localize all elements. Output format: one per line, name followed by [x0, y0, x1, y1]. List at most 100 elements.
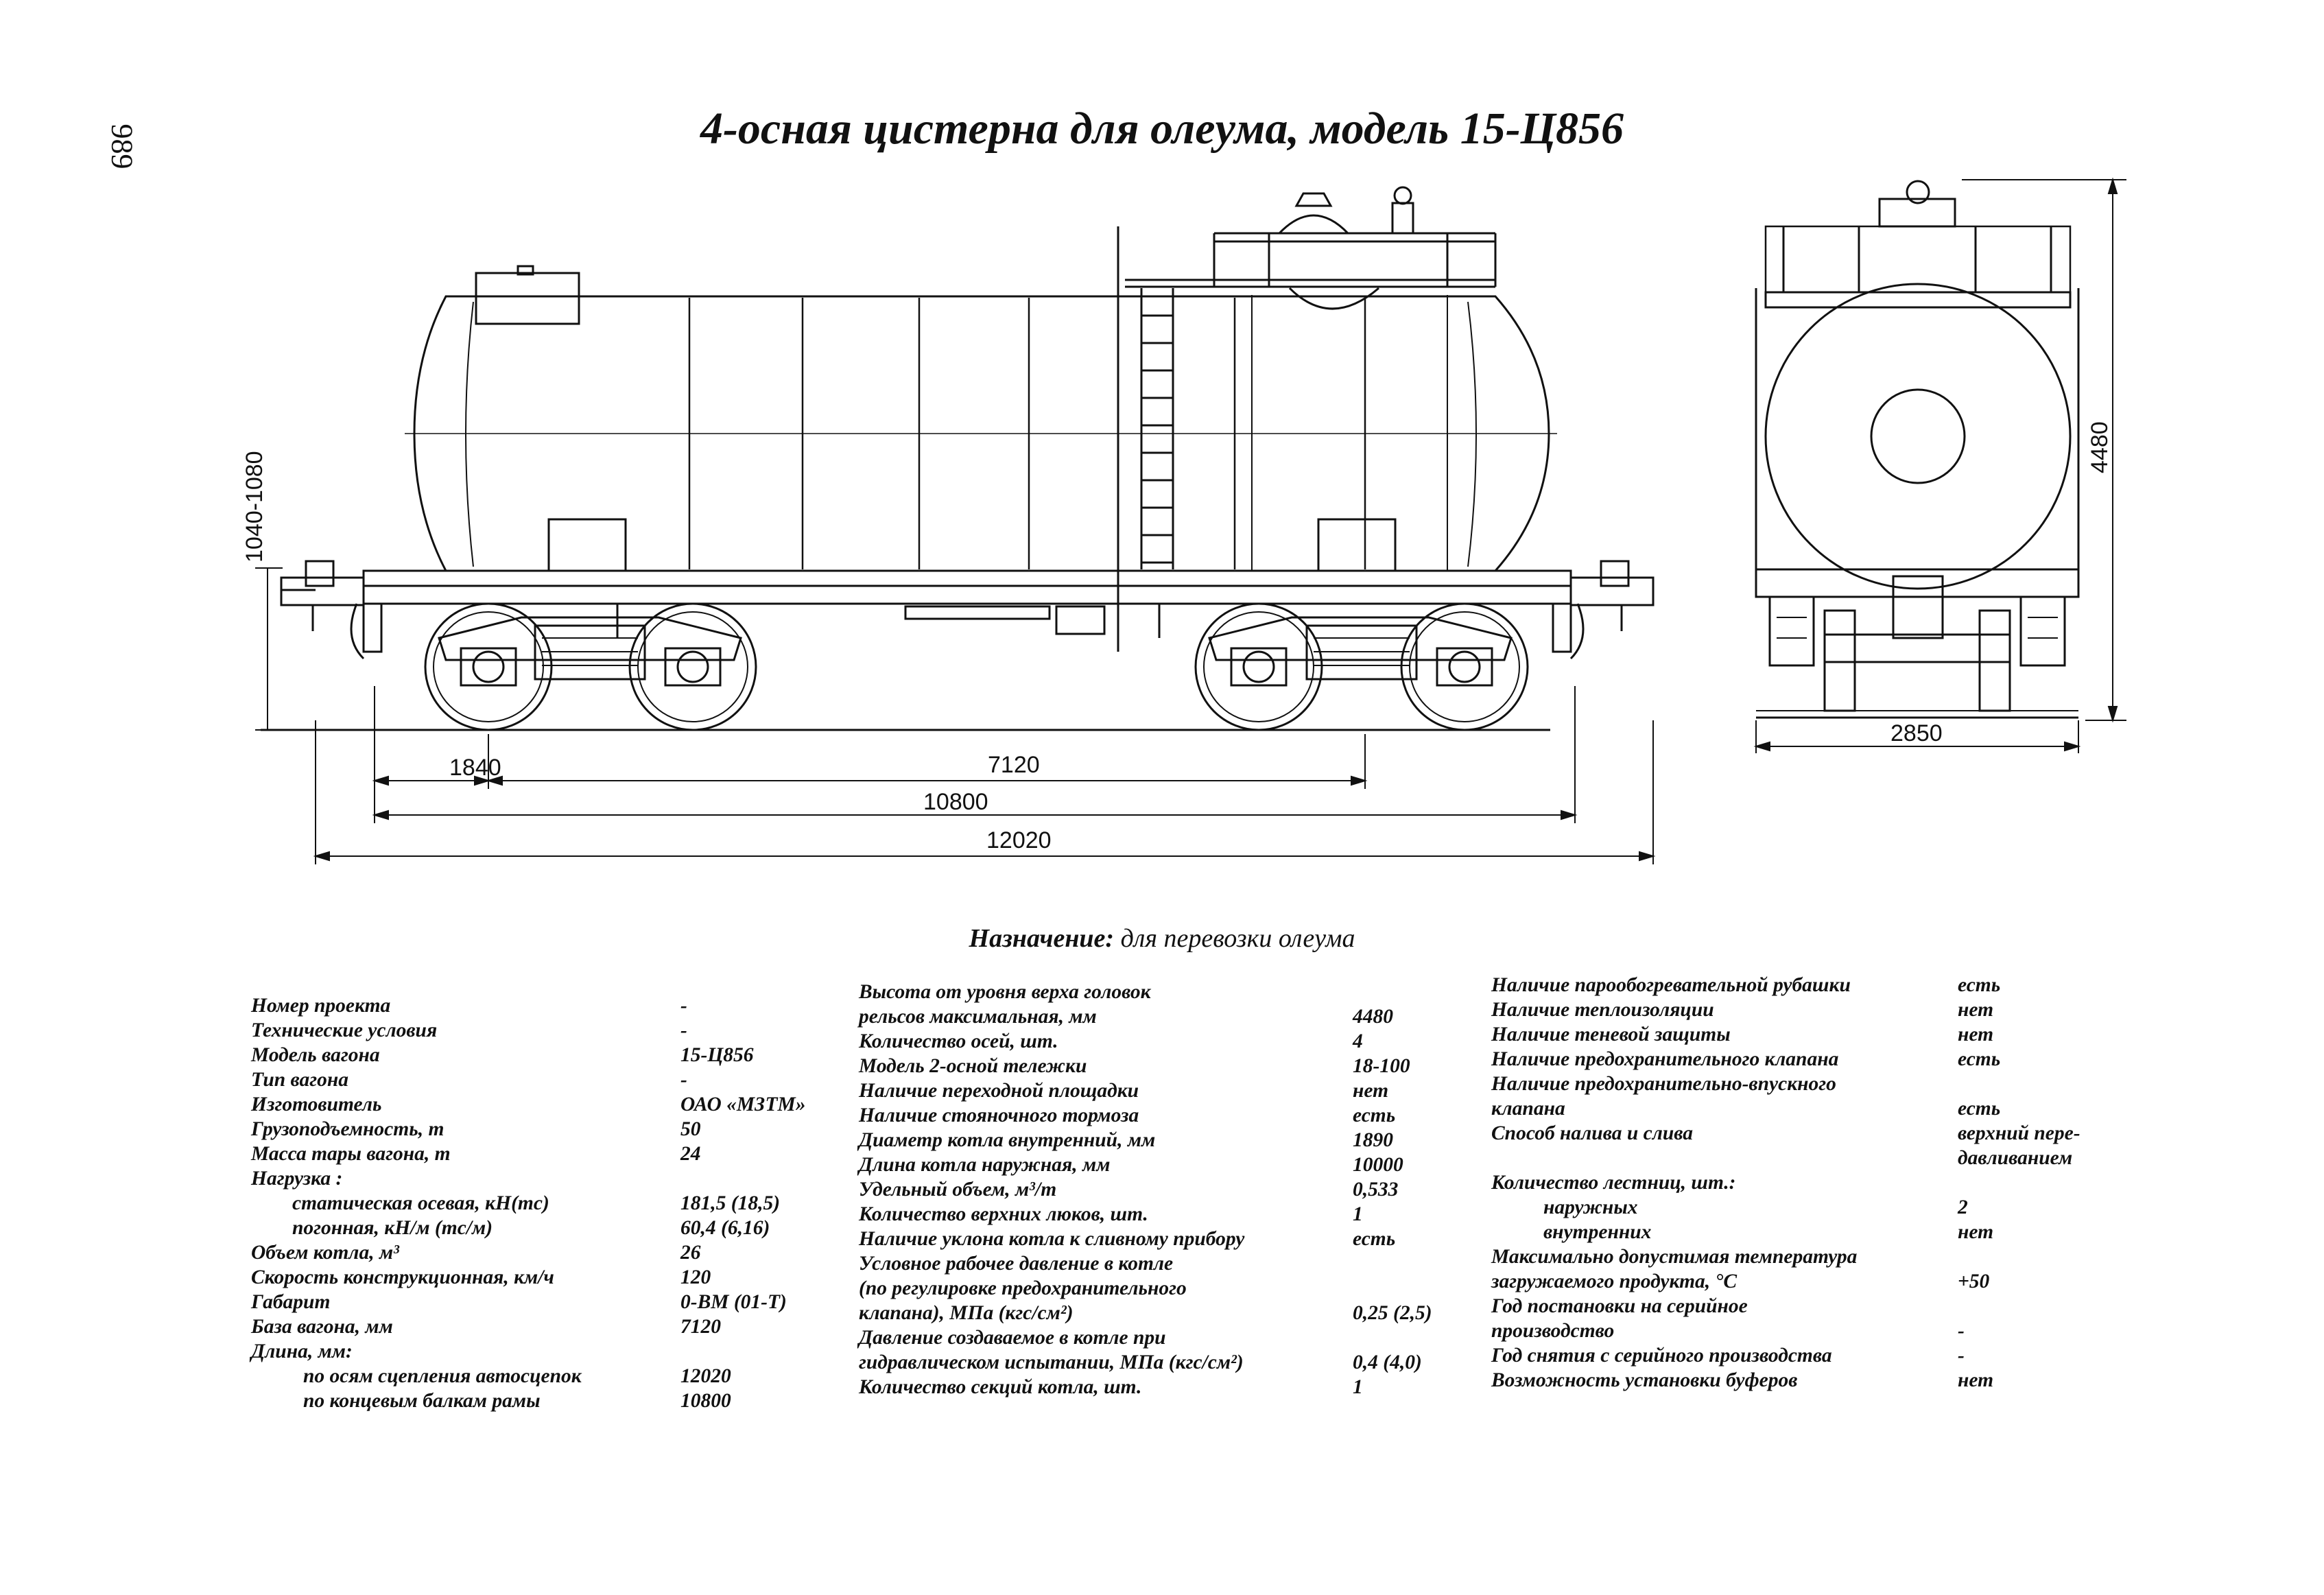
spec-value: 2 — [1958, 1196, 1968, 1218]
spec-key: Возможность установки буферов — [1491, 1369, 1798, 1391]
dim-side-height: 1040-1080 — [241, 451, 268, 563]
tank-end-outer — [1764, 283, 2072, 590]
spec-value: 181,5 (18,5) — [680, 1192, 781, 1214]
spec-key: гидравлическом испытании, МПа (кгс/см²) — [859, 1351, 1244, 1373]
spec-row: Номер проекта- — [251, 993, 800, 1018]
spec-key: Условное рабочее давление в котле — [859, 1253, 1174, 1275]
side-view — [261, 186, 1655, 731]
purpose-line: Назначение: для перевозки олеума — [0, 923, 2324, 954]
spec-value: 1 — [1353, 1376, 1363, 1398]
spec-value: 0,4 (4,0) — [1353, 1351, 1422, 1373]
spec-row: Высота от уровня верха головок — [859, 980, 1476, 1004]
spec-value: 1890 — [1353, 1129, 1393, 1151]
spec-key: Давление создаваемое в котле при — [859, 1327, 1166, 1349]
spec-row: Год снятия с серийного производства- — [1491, 1343, 2109, 1368]
spec-key: Количество лестниц, шт.: — [1491, 1172, 1736, 1194]
purpose-label: Назначение: — [969, 924, 1115, 953]
spec-key: рельсов максимальная, мм — [859, 1006, 1097, 1028]
spec-value: 1 — [1353, 1203, 1363, 1225]
dim-overall-height: 4480 — [2087, 421, 2113, 473]
dim-end-overhang: 1840 — [449, 755, 501, 781]
spec-key: Наличие теневой защиты — [1491, 1024, 1731, 1045]
spec-row: Технические условия - — [251, 1018, 800, 1043]
spec-key: Грузоподъемность, т — [251, 1118, 444, 1140]
spec-row: Максимально допустимая температура — [1491, 1244, 2109, 1269]
spec-key: Масса тары вагона, т — [251, 1143, 451, 1165]
spec-value: +50 — [1958, 1271, 1990, 1292]
bogie-left — [424, 602, 757, 731]
cradle-right — [1317, 518, 1397, 572]
spec-key: Количество осей, шт. — [859, 1030, 1058, 1052]
spec-row: Тип вагона- — [251, 1067, 800, 1092]
spec-column-1: Номер проекта-Технические условия-Модель… — [251, 993, 805, 1413]
spec-value: 4 — [1353, 1030, 1363, 1052]
spec-value: нет — [1958, 1221, 1994, 1243]
dim-base: 7120 — [988, 752, 1040, 778]
spec-key: по концевым балкам рамы — [303, 1390, 541, 1412]
dim-width: 2850 — [1890, 720, 1943, 746]
spec-value: есть — [1353, 1104, 1396, 1126]
spec-row: загружаемого продукта, °С+50 — [1491, 1269, 2109, 1294]
ladder — [1117, 226, 1448, 652]
spec-row: Количество секций котла, шт.1 — [859, 1375, 1476, 1399]
spec-key: Тип вагона — [251, 1069, 348, 1091]
spec-value: 24 — [680, 1143, 701, 1165]
spec-key: Длина котла наружная, мм — [859, 1154, 1111, 1176]
spec-key: Технические условия — [251, 1019, 438, 1041]
dome-left-cap — [517, 265, 534, 276]
end-view — [1755, 180, 2080, 719]
spec-value: - — [680, 1019, 687, 1041]
spec-key: Наличие уклона котла к сливному прибору — [859, 1228, 1245, 1250]
spec-value: - — [1958, 1320, 1965, 1342]
spec-value: 26 — [680, 1242, 701, 1264]
spec-row: Нагрузка : — [251, 1166, 800, 1191]
tank-head-line-right — [1467, 301, 1477, 567]
dome-left — [475, 272, 580, 325]
dim-coupler-length: 12020 — [986, 827, 1052, 853]
spec-value: 10800 — [680, 1390, 731, 1412]
spec-value: 4480 — [1353, 1006, 1393, 1028]
bogie-right — [1194, 602, 1529, 731]
spec-value: нет — [1958, 1369, 1994, 1391]
spec-row: Год постановки на серийное — [1491, 1294, 2109, 1319]
spec-row: (по регулировке предохранительного — [859, 1276, 1476, 1301]
spec-key: Модель вагона — [251, 1044, 380, 1066]
tank-car-drawing: 1040-1080 1840 7120 10800 12020 — [241, 177, 2126, 864]
spec-row: Количество лестниц, шт.: — [1491, 1170, 2109, 1195]
spec-key: База вагона, мм — [251, 1316, 393, 1338]
spec-key: Количество верхних люков, шт. — [859, 1203, 1148, 1225]
purpose-text: для перевозки олеума — [1120, 924, 1355, 953]
spec-row: рельсов максимальная, мм 4480 — [859, 1004, 1476, 1029]
spec-key: Наличие переходной площадки — [859, 1080, 1139, 1102]
spec-row: Длина, мм: — [251, 1339, 800, 1364]
spec-key: Скорость конструкционная, км/ч — [251, 1266, 554, 1288]
spec-value: 18-100 — [1353, 1055, 1410, 1077]
spec-value: нет — [1958, 999, 1994, 1021]
spec-key: Длина, мм: — [251, 1340, 353, 1362]
top-platform — [1125, 186, 1497, 310]
spec-value: 7120 — [680, 1316, 721, 1338]
spec-value: есть — [1958, 1048, 2001, 1070]
spec-value: - — [680, 995, 687, 1017]
spec-row: по концевым балкам рамы 10800 — [251, 1389, 800, 1413]
spec-key: Нагрузка : — [251, 1168, 343, 1190]
spec-row: Давление создаваемое в котле при — [859, 1325, 1476, 1350]
spec-value: есть — [1958, 974, 2001, 996]
